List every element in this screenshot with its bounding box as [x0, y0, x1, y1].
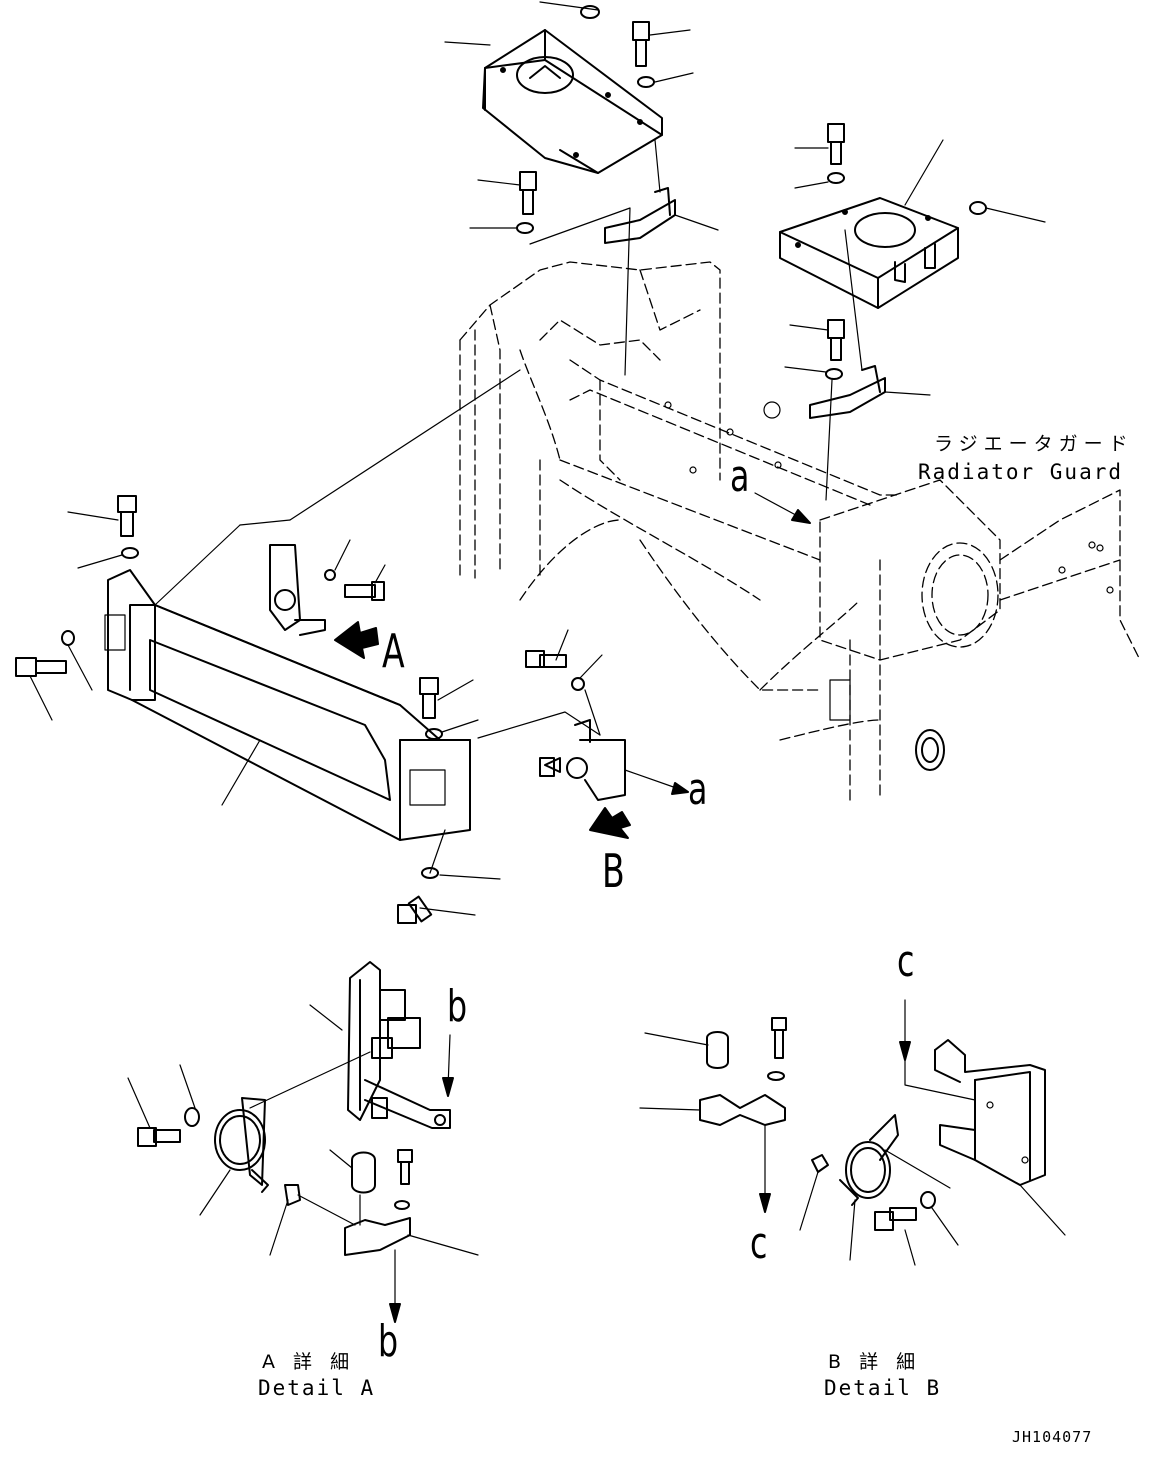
radiator-guard-jp: ラジエータガード [934, 433, 1134, 455]
ref-c-bottom-label: c [750, 1218, 768, 1269]
arrow-view-b [589, 807, 631, 839]
bolt-right-lower [784, 319, 845, 380]
radiator-guard-en: Radiator Guard [918, 460, 1124, 484]
bracket-right [809, 229, 931, 501]
bumper-beam [104, 369, 521, 841]
ref-b-top-label: b [447, 981, 468, 1032]
detail-a-en: Detail A [258, 1376, 376, 1400]
ref-a-side-label: a [688, 764, 708, 815]
ref-b-bottom-label: b [378, 1316, 399, 1367]
bolt-top-right [632, 21, 694, 88]
nut-right [969, 201, 1046, 223]
drawing-code: JH104077 [1012, 1428, 1093, 1446]
detail-a-jp: A 詳 細 [262, 1351, 356, 1373]
bolt-right-upper [794, 123, 845, 189]
detail-b-en: Detail B [824, 1376, 942, 1400]
arrow-view-a [334, 621, 379, 659]
bolt-top-left [469, 171, 537, 234]
horn-assembly-b [477, 629, 689, 801]
detail-a-drawing [127, 961, 479, 1323]
nut-top [539, 1, 600, 19]
top-cover-left [444, 29, 663, 174]
machine-frame [459, 261, 1141, 801]
view-a-label: A [382, 624, 405, 678]
view-b-label: B [602, 844, 625, 898]
detail-b-jp: B 詳 細 [828, 1351, 922, 1373]
bolt-beam-left [15, 630, 93, 721]
detail-b-drawing [639, 999, 1066, 1266]
bracket-upper-left [529, 139, 719, 376]
bolt-beam-right-bottom [397, 829, 501, 924]
horn-assembly-a [269, 539, 386, 636]
bolt-beam-top [67, 495, 139, 569]
arrow-a-frame [754, 492, 811, 524]
ref-a-top-label: a [730, 451, 750, 502]
top-cover-right [779, 139, 959, 309]
bolt-beam-right-top [419, 677, 479, 740]
ref-c-top-label: c [897, 936, 915, 987]
